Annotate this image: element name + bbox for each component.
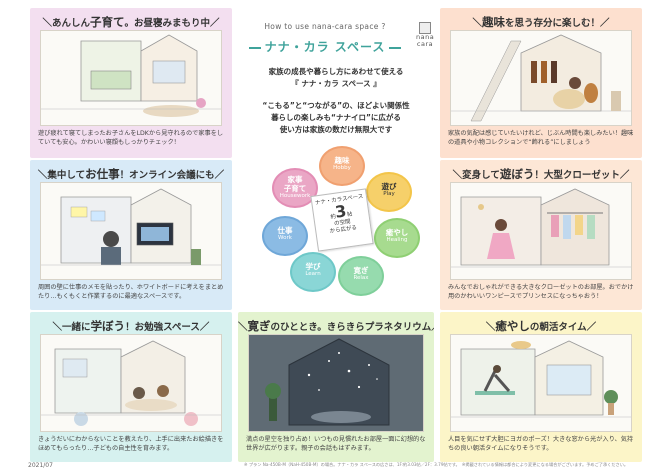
card-title: ＼癒やしの朝活タイム／ [485, 319, 597, 333]
card-caption: 家族の気配は感じていたいけれど、じぶん時間も楽しみたい！趣味の道具や小物コレクシ… [448, 130, 634, 146]
illustration-play [450, 182, 632, 280]
card-caption: 遊び疲れて寝てしまったお子さんをLDKから見守れるので家事をしていても安心。かわ… [38, 130, 224, 146]
center-badge: ナナ・カラスペース 約3帖 の空間 から広がる [310, 188, 374, 252]
intro-line-5: 使い方は家族の数だけ無限大です [279, 125, 393, 134]
card-healing: ＼癒やしの朝活タイム／ 人目を気にせず大胆にヨガのポーズ！大きな窓から光が入り、… [440, 312, 642, 462]
footer-date: 2021/07 [28, 462, 53, 469]
card-caption: きょうだいにわからないことを教えたり、上手に出来たお絵描きをほめてもらったり…子… [38, 436, 224, 452]
card-hobby: ＼趣味を思う存分に楽しむ！／ 家族の気配は感じていたいけれど、じぶん時間も楽しみ… [440, 8, 642, 158]
card-nap: ＼あんしん子育て。お昼寝みまもり中／ 遊び疲れて寝てしまったお子さんをLDKから… [30, 8, 232, 158]
center-panel: How to use nana-cara space ? nana cara ナ… [238, 8, 434, 308]
intro-line-1: 家族の成長や暮らし方にあわせて使える [268, 67, 404, 76]
card-title: ＼一緒に学ぼう！お勉強スペース／ [52, 319, 210, 333]
card-title: ＼集中してお仕事！オンライン会議にも／ [37, 167, 225, 181]
card-title: ＼寛ぎのひととき。きらきらプラネタリウム／ [238, 319, 434, 333]
illustration-healing [450, 334, 632, 432]
card-caption: 周囲の壁に仕事のメモを貼ったり、ホワイトボードに考えをまとめたり…もくもくと作業… [38, 284, 224, 300]
brand-logo: nana cara [416, 22, 434, 48]
intro-line-3: “こもる”と“つながる”の、ほどよい関係性 [262, 101, 410, 110]
card-caption: 満点の星空を独り占め！いつもの見慣れたお部屋一面に幻想的な世界が広がります。親子… [246, 436, 426, 452]
logo-icon [419, 22, 431, 34]
card-title: ＼趣味を思う存分に楽しむ！／ [472, 15, 610, 29]
card-caption: 人目を気にせず大胆にヨガのポーズ！大きな窓から光が入り、気持ちの良い朝活タイムに… [448, 436, 634, 452]
card-title: ＼変身して遊ぼう！大型クローゼット／ [452, 167, 630, 181]
illustration-work [40, 182, 222, 280]
intro-line-2: 『 ナナ・カラ スペース 』 [291, 79, 381, 88]
intro-line-4: 暮らしの楽しみも“ナナイロ”に広がる [271, 113, 401, 122]
card-caption: みんなでおしゃれができる大きなクローゼットのお部屋。おでかけ用のかわいいワンピー… [448, 284, 634, 300]
how-to-heading: How to use nana-cara space ? [264, 22, 386, 31]
illustration-study [40, 334, 222, 432]
card-relax: ＼寛ぎのひととき。きらきらプラネタリウム／ 満点の星空を独り占め！いつもの見慣れ… [238, 312, 434, 462]
illustration-nap [40, 30, 222, 126]
footer-note: ※ プラン Na-450B-M（NaH-450B-M）の場合。ナナ・カラ スペー… [244, 462, 629, 467]
page-title: ナナ・カラ スペース [238, 38, 412, 55]
card-work: ＼集中してお仕事！オンライン会議にも／ 周囲の壁に仕事のメモを貼ったり、ホワイト… [30, 160, 232, 310]
card-title: ＼あんしん子育て。お昼寝みまもり中／ [42, 15, 220, 29]
card-study: ＼一緒に学ぼう！お勉強スペース／ きょうだいにわからないことを教えたり、上手に出… [30, 312, 232, 462]
illustration-relax [248, 334, 424, 432]
card-play: ＼変身して遊ぼう！大型クローゼット／ みんなでおしゃれができる大きなクローゼット… [440, 160, 642, 310]
illustration-hobby [450, 30, 632, 126]
